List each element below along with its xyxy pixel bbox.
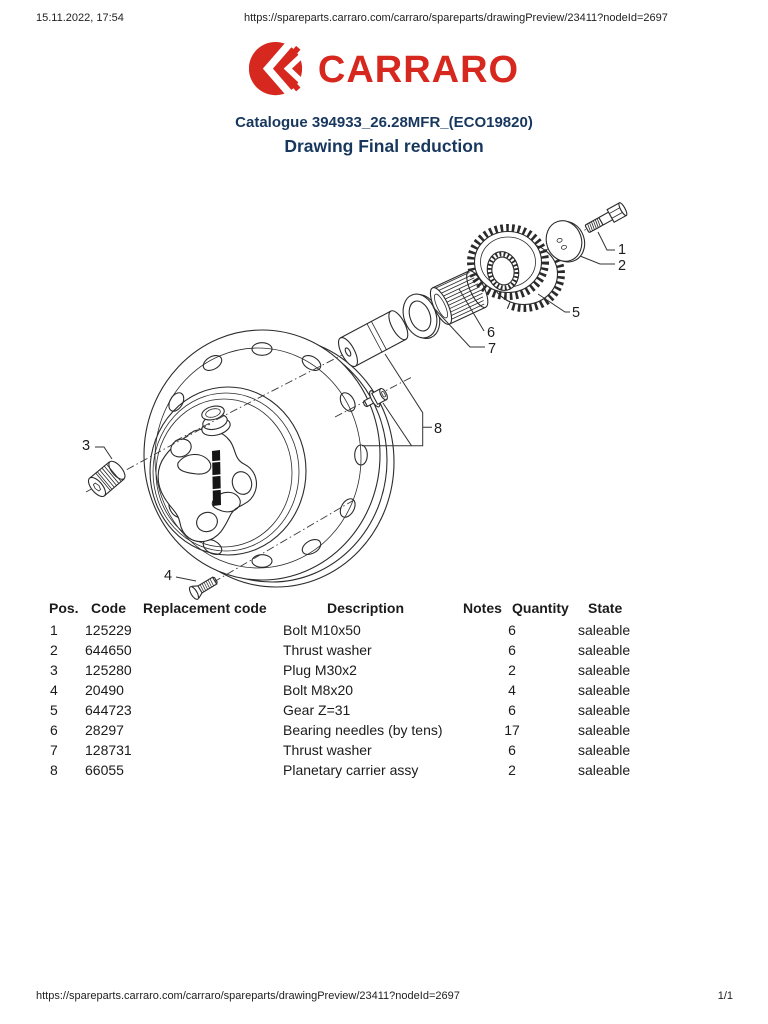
cell-pos: 4 <box>50 682 58 698</box>
cell-quantity: 2 <box>508 662 516 678</box>
catalogue-title: Catalogue 394933_26.28MFR_(ECO19820) <box>235 114 533 131</box>
header-url: https://spareparts.carraro.com/carraro/s… <box>244 12 668 24</box>
cell-quantity: 4 <box>508 682 516 698</box>
cell-code: 28297 <box>85 722 124 738</box>
cell-quantity: 6 <box>508 642 516 658</box>
carraro-logo-icon <box>248 42 306 99</box>
leader-line-1 <box>597 231 615 251</box>
leader-line-2 <box>579 255 615 265</box>
cell-pos: 6 <box>50 722 58 738</box>
leader-line-5 <box>537 293 570 313</box>
cell-state: saleable <box>578 682 631 698</box>
thrust-washer-7-part <box>402 293 441 339</box>
table-row: 8 66055 Planetary carrier assy 2 saleabl… <box>0 760 768 780</box>
print-date: 15.11.2022, 17:54 <box>36 12 124 24</box>
cast-lettering <box>210 450 223 506</box>
cell-pos: 8 <box>50 762 58 778</box>
callout-label-2: 2 <box>618 258 626 274</box>
cell-state: saleable <box>578 642 631 658</box>
carraro-wordmark: CARRARO <box>317 49 520 91</box>
header-code: Code <box>91 600 126 616</box>
cell-code: 644650 <box>85 642 132 658</box>
cell-quantity: 6 <box>508 702 516 718</box>
exploded-drawing: 1 2 3 4 5 6 7 8 <box>82 202 628 600</box>
table-row: 7 128731 Thrust washer 6 saleable <box>0 740 768 760</box>
header-replacement-code: Replacement code <box>143 600 267 616</box>
thrust-washer-2-part <box>545 220 586 263</box>
leader-line-3 <box>95 446 113 460</box>
cell-description: Thrust washer <box>283 642 372 658</box>
cell-description: Gear Z=31 <box>283 702 351 718</box>
cell-code: 644723 <box>85 702 132 718</box>
cell-code: 125280 <box>85 662 132 678</box>
cell-state: saleable <box>578 622 631 638</box>
cell-description: Planetary carrier assy <box>283 762 419 778</box>
footer-url: https://spareparts.carraro.com/carraro/s… <box>36 990 460 1002</box>
carrier-cap <box>201 405 231 437</box>
carraro-logo: CARRARO <box>248 42 520 99</box>
leader-line-4 <box>175 576 197 582</box>
cell-pos: 7 <box>50 742 58 758</box>
callout-label-5: 5 <box>572 305 580 321</box>
table-header-row: Pos. Code Replacement code Description N… <box>0 599 768 620</box>
drawing-title: Drawing Final reduction <box>284 136 484 156</box>
table-row: 2 644650 Thrust washer 6 saleable <box>0 640 768 660</box>
cell-description: Thrust washer <box>283 742 372 758</box>
cell-code: 66055 <box>85 762 124 778</box>
leader-line-6 <box>458 288 485 332</box>
table-row: 1 125229 Bolt M10x50 6 saleable <box>0 620 768 640</box>
parts-table: Pos. Code Replacement code Description N… <box>0 599 768 780</box>
callout-label-3: 3 <box>82 438 90 454</box>
gear-part <box>467 224 565 312</box>
header-description: Description <box>327 600 405 616</box>
cell-state: saleable <box>578 662 631 678</box>
cell-code: 125229 <box>85 622 132 638</box>
bolt-1-part <box>584 202 628 233</box>
cell-quantity: 6 <box>508 622 516 638</box>
callout-label-8: 8 <box>434 421 442 437</box>
cell-code: 20490 <box>85 682 124 698</box>
header-pos: Pos. <box>49 600 79 616</box>
callout-label-6: 6 <box>487 325 495 341</box>
cell-pos: 1 <box>50 622 58 638</box>
cell-quantity: 2 <box>508 762 516 778</box>
cell-code: 128731 <box>85 742 132 758</box>
cell-state: saleable <box>578 702 631 718</box>
callout-label-4: 4 <box>164 568 172 584</box>
callout-label-1: 1 <box>618 242 626 258</box>
leader-line-7 <box>432 306 485 348</box>
table-row: 6 28297 Bearing needles (by tens) 17 sal… <box>0 720 768 740</box>
callout-bracket-8 <box>362 353 432 447</box>
callout-label-7: 7 <box>488 341 496 357</box>
cell-description: Bearing needles (by tens) <box>283 722 443 738</box>
cell-state: saleable <box>578 742 631 758</box>
planetary-carrier-hub-part <box>143 329 395 588</box>
table-row: 5 644723 Gear Z=31 6 saleable <box>0 700 768 720</box>
plug-part <box>87 460 126 498</box>
cell-state: saleable <box>578 762 631 778</box>
cell-state: saleable <box>578 722 631 738</box>
bolt-4-part <box>188 576 218 600</box>
cell-quantity: 17 <box>504 722 520 738</box>
planet-pin-part <box>337 310 409 368</box>
table-row: 4 20490 Bolt M8x20 4 saleable <box>0 680 768 700</box>
table-row: 3 125280 Plug M30x2 2 saleable <box>0 660 768 680</box>
cell-description: Bolt M8x20 <box>283 682 354 698</box>
cell-description: Bolt M10x50 <box>283 622 361 638</box>
cell-pos: 3 <box>50 662 58 678</box>
cell-description: Plug M30x2 <box>283 662 357 678</box>
cell-pos: 2 <box>50 642 58 658</box>
bolt4-axis-line <box>199 499 355 591</box>
header-quantity: Quantity <box>512 600 569 616</box>
carrier-stud-part <box>363 387 388 408</box>
cell-pos: 5 <box>50 702 58 718</box>
page-number: 1/1 <box>717 990 733 1002</box>
cell-quantity: 6 <box>508 742 516 758</box>
header-state: State <box>588 600 623 616</box>
header-notes: Notes <box>463 600 502 616</box>
